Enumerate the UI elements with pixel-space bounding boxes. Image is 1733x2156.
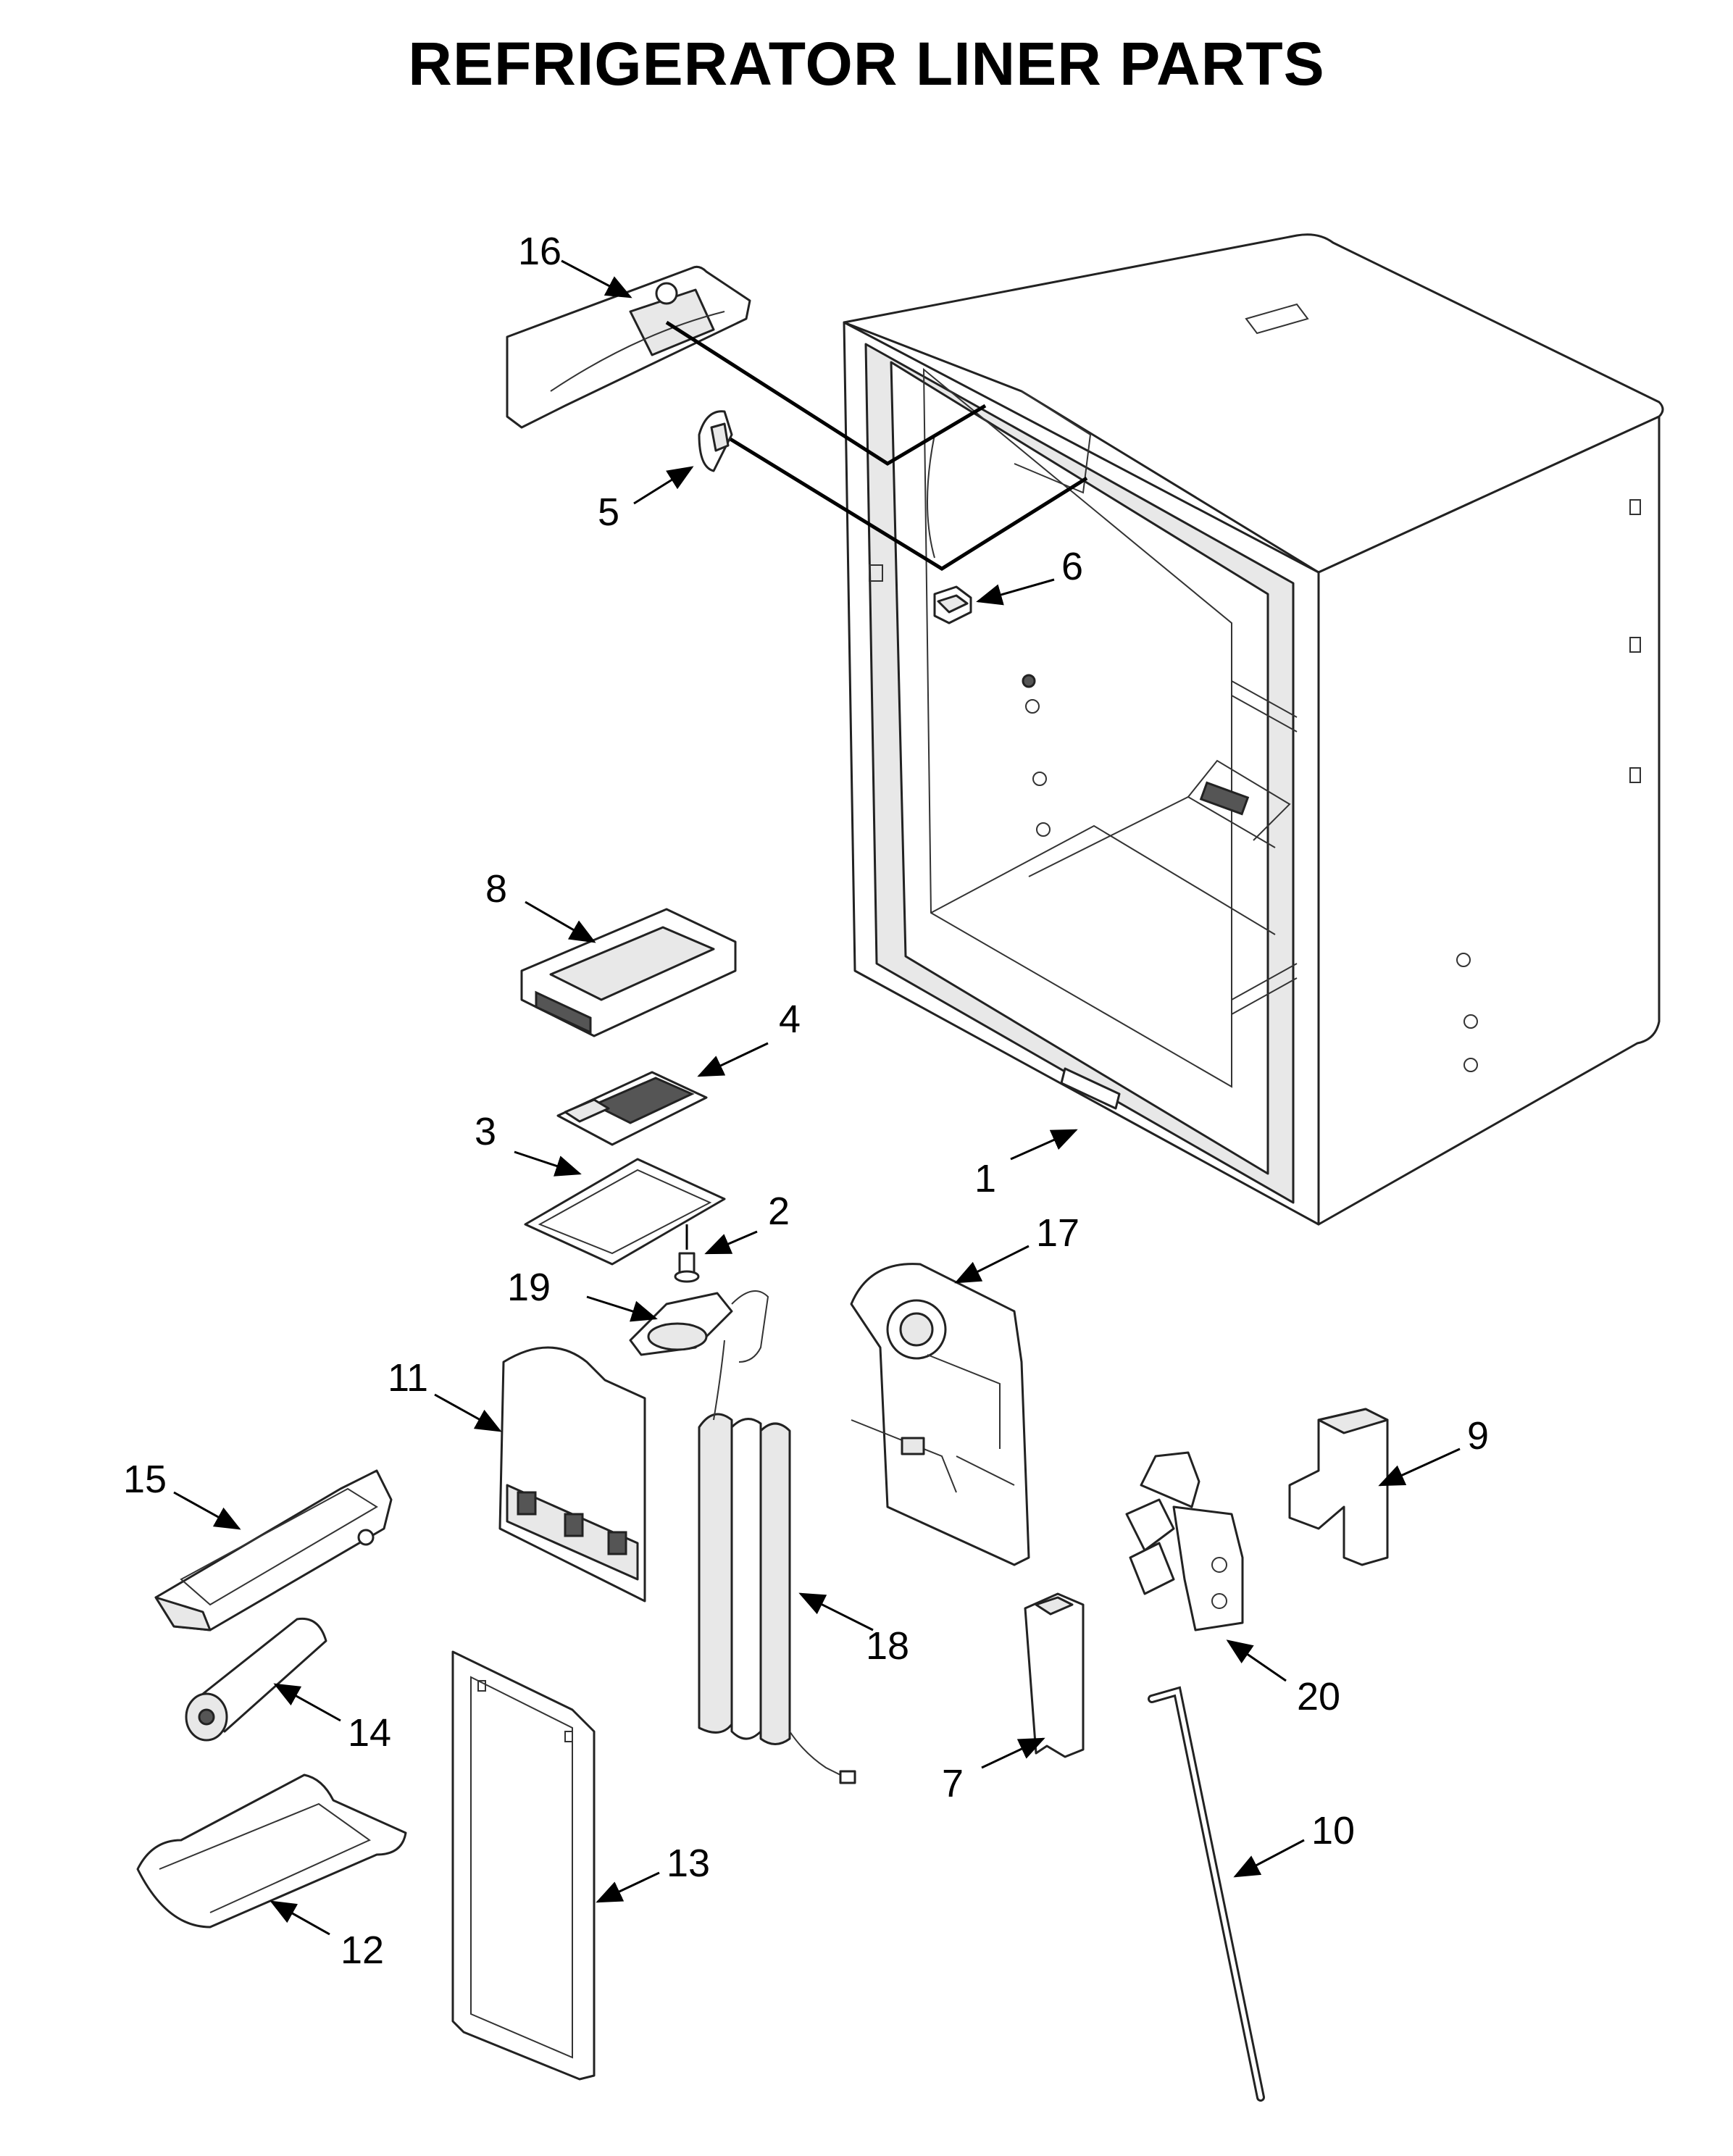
part-5-clip xyxy=(698,410,733,472)
callout-18: 18 xyxy=(866,1624,909,1668)
part-4-board xyxy=(556,1071,708,1146)
callout-16: 16 xyxy=(518,230,561,273)
part-10-tube xyxy=(1148,1686,1265,2102)
part-11-chute xyxy=(498,1346,646,1603)
part-3-plate xyxy=(524,1158,726,1266)
callout-3: 3 xyxy=(475,1110,496,1153)
callout-2: 2 xyxy=(768,1190,790,1233)
liner-cabinet xyxy=(843,233,1664,1226)
part-7-bracket xyxy=(1024,1592,1085,1758)
callout-15: 15 xyxy=(123,1458,167,1501)
callout-17: 17 xyxy=(1036,1211,1080,1255)
part-13-panel xyxy=(451,1650,596,2081)
part-14-cartridge xyxy=(185,1617,327,1742)
part-9-bracket xyxy=(1288,1408,1389,1566)
callout-11: 11 xyxy=(388,1356,428,1400)
part-15-filter-housing xyxy=(154,1469,393,1631)
part-17-housing xyxy=(850,1263,1030,1566)
callout-9: 9 xyxy=(1467,1414,1489,1458)
callout-20: 20 xyxy=(1297,1675,1340,1718)
callout-labels: 1 2 3 4 5 6 7 8 9 10 11 12 13 14 15 16 1… xyxy=(123,230,1489,1972)
part-12-door xyxy=(136,1773,407,1929)
callout-8: 8 xyxy=(485,867,507,911)
part-16-cover xyxy=(506,265,751,429)
callout-19: 19 xyxy=(507,1266,551,1309)
callout-13: 13 xyxy=(667,1842,710,1885)
part-19-sensor xyxy=(629,1290,769,1363)
callout-10: 10 xyxy=(1311,1809,1355,1852)
part-2-screw xyxy=(674,1224,700,1283)
part-6-bracket xyxy=(933,585,972,624)
part-18-tube xyxy=(698,1340,856,1784)
callout-1: 1 xyxy=(974,1157,996,1200)
callout-7: 7 xyxy=(942,1762,964,1805)
part-8-housing xyxy=(520,908,737,1037)
callout-4: 4 xyxy=(779,998,801,1041)
page-title: REFRIGERATOR LINER PARTS xyxy=(408,30,1325,98)
part-20-valve xyxy=(1125,1451,1244,1631)
callout-12: 12 xyxy=(341,1929,384,1972)
callout-6: 6 xyxy=(1061,545,1083,588)
callout-5: 5 xyxy=(598,490,619,534)
callout-14: 14 xyxy=(348,1711,391,1755)
leader-lines xyxy=(173,259,1461,1936)
